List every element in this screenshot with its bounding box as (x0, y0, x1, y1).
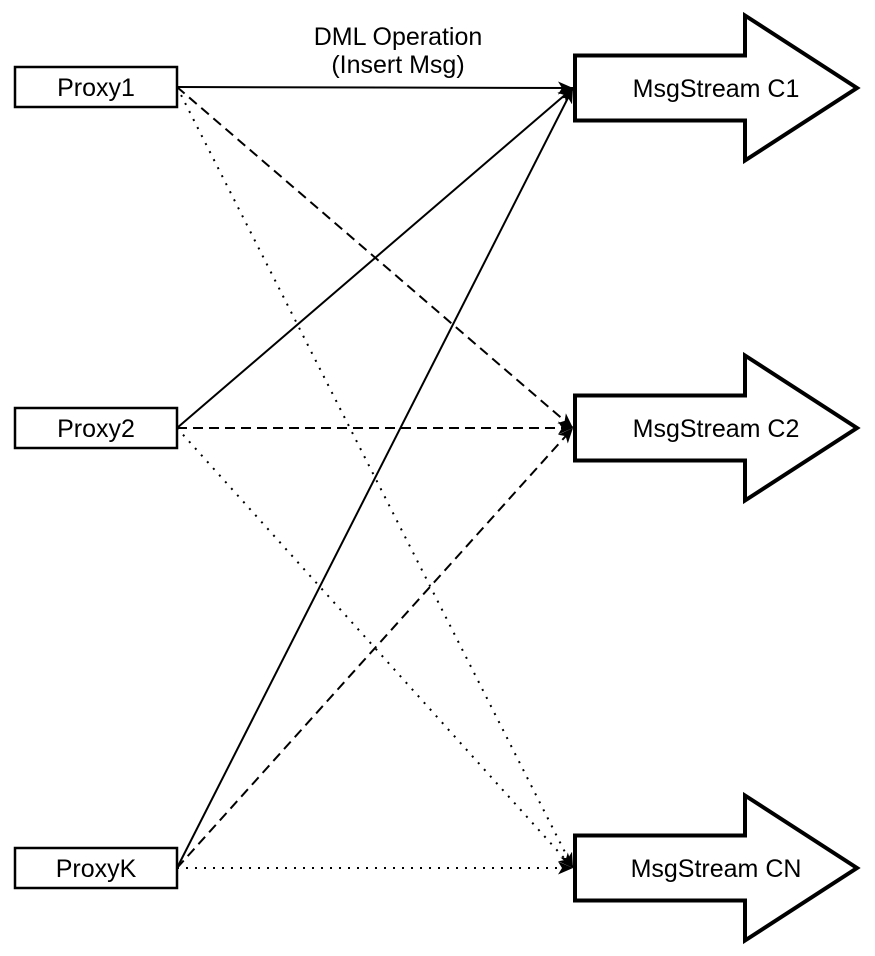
block-arrow-c1 (573, 11, 861, 165)
connector-proxy1-cn (176, 86, 574, 869)
stream-label-cn: MsgStream CN (631, 855, 802, 883)
stream-node-c1: MsgStream C1 (573, 11, 861, 165)
proxy-box-proxy2 (13, 406, 179, 450)
proxy-node-proxy1: Proxy1 (13, 65, 179, 109)
stream-node-c2: MsgStream C2 (573, 351, 861, 505)
block-arrow-cn (573, 791, 861, 945)
proxy-box-proxy1 (13, 65, 179, 109)
connector-proxyk-c2 (176, 427, 574, 869)
connector-proxy1-c1 (176, 81, 574, 95)
proxy-node-proxyk: ProxyK (13, 846, 179, 890)
block-arrow-c2 (573, 351, 861, 505)
stream-label-c2: MsgStream C2 (633, 415, 800, 443)
proxy-label-proxy2: Proxy2 (57, 415, 135, 443)
proxy-node-proxy2: Proxy2 (13, 406, 179, 450)
stream-node-cn: MsgStream CN (573, 791, 861, 945)
proxy-label-proxyk: ProxyK (56, 855, 137, 883)
proxy-box-proxyk (13, 846, 179, 890)
title-line-2: (Insert Msg) (331, 51, 464, 79)
proxy-label-proxy1: Proxy1 (57, 74, 135, 102)
diagram-title: DML Operation (Insert Msg) (314, 23, 483, 79)
connector-proxy2-c1 (176, 87, 574, 429)
title-line-1: DML Operation (314, 23, 483, 51)
stream-label-c1: MsgStream C1 (633, 75, 800, 103)
connector-proxyk-c1 (176, 87, 574, 869)
connector-lines (176, 81, 574, 875)
